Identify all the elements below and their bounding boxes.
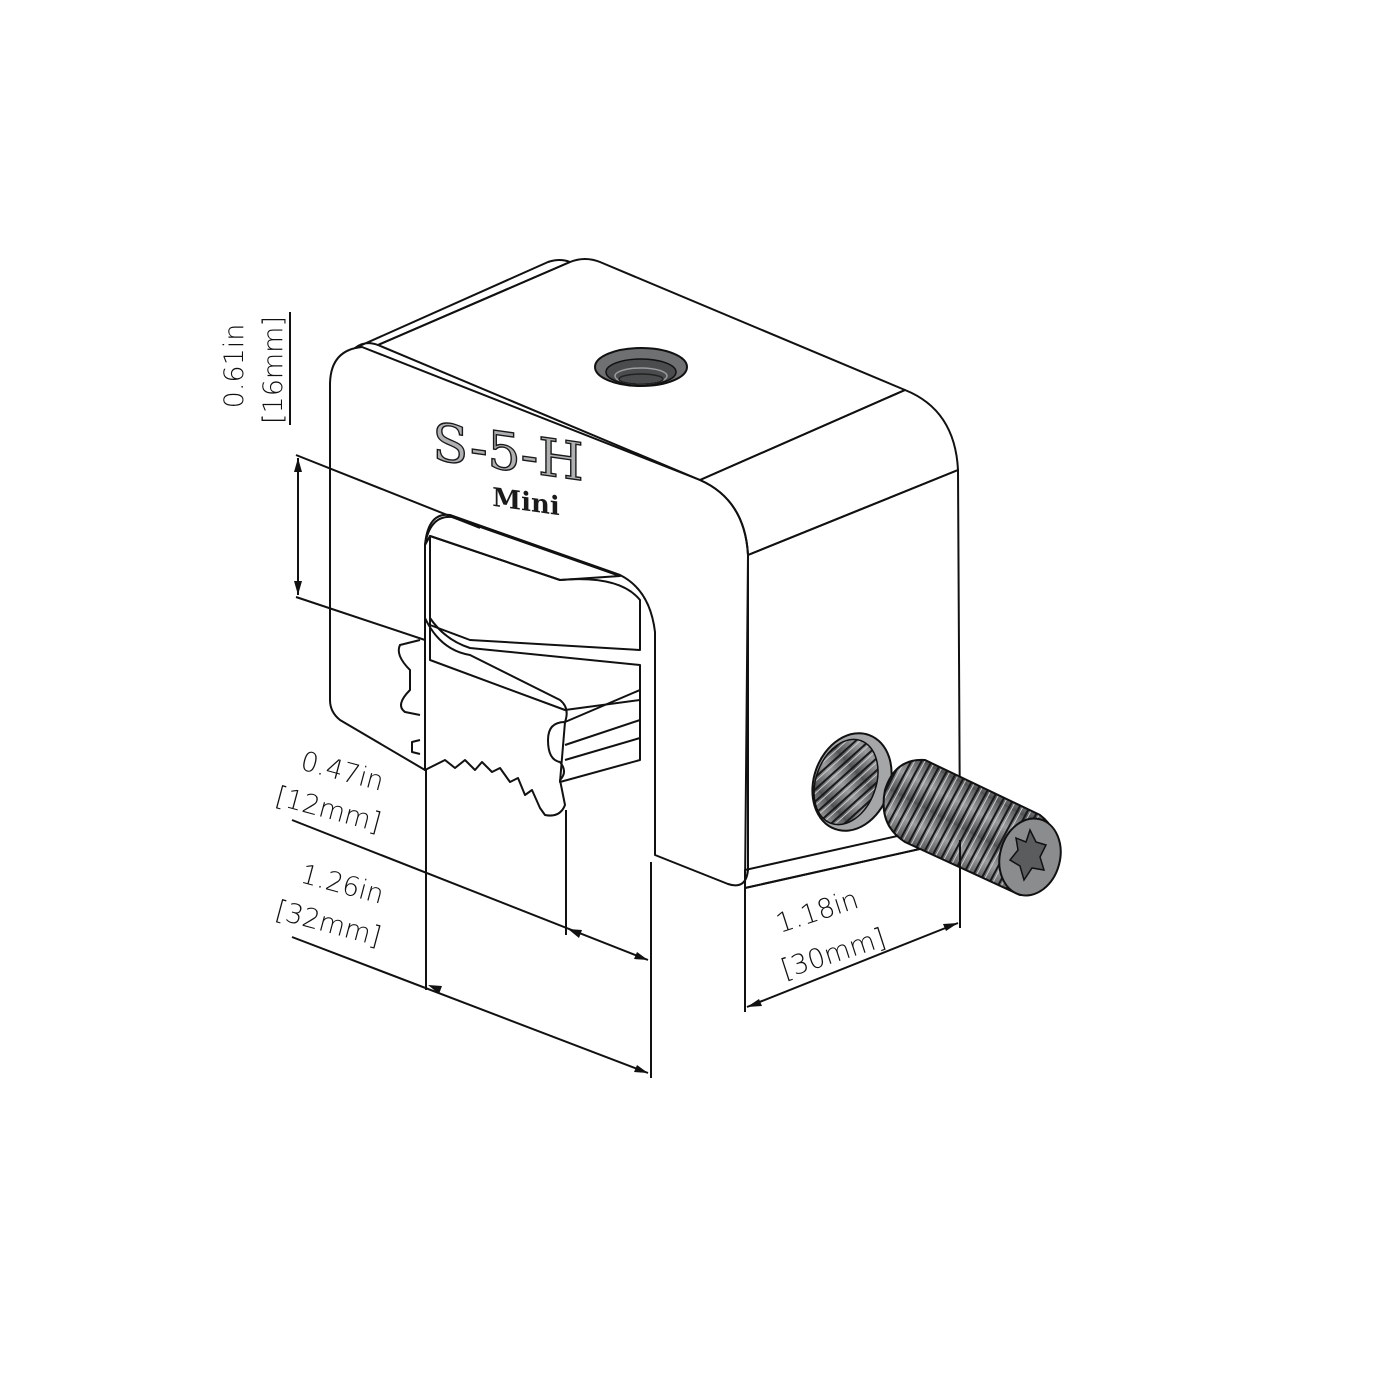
front-face <box>329 346 749 887</box>
set-screw <box>811 732 1062 897</box>
tapped-hole-top <box>594 347 688 387</box>
jaw-groove <box>559 689 641 783</box>
top-face <box>377 258 906 481</box>
jaw-front <box>424 617 568 817</box>
dimension-height: 0.61in [16mm] <box>219 312 481 641</box>
top-right-round <box>699 389 959 556</box>
jaw-top <box>429 617 641 711</box>
left-notch <box>397 639 421 716</box>
dimension-depth: 1.18in [30mm] <box>744 840 961 1012</box>
clamp-body: S-5-H Mini <box>329 258 1062 897</box>
emboss-label: S-5-H Mini <box>432 412 584 522</box>
top-back-round <box>354 259 571 349</box>
dimension-opening: 0.47in [12mm] 1.26in [32mm] <box>272 746 652 1078</box>
torx-drive-icon <box>1008 828 1048 882</box>
opening-back <box>429 535 641 651</box>
dim-depth-in: 1.18in <box>772 884 862 940</box>
dim-height-mm: [16mm] <box>258 316 289 424</box>
dim-height-in: 0.61in <box>219 324 250 409</box>
opening-ceiling <box>424 515 621 581</box>
